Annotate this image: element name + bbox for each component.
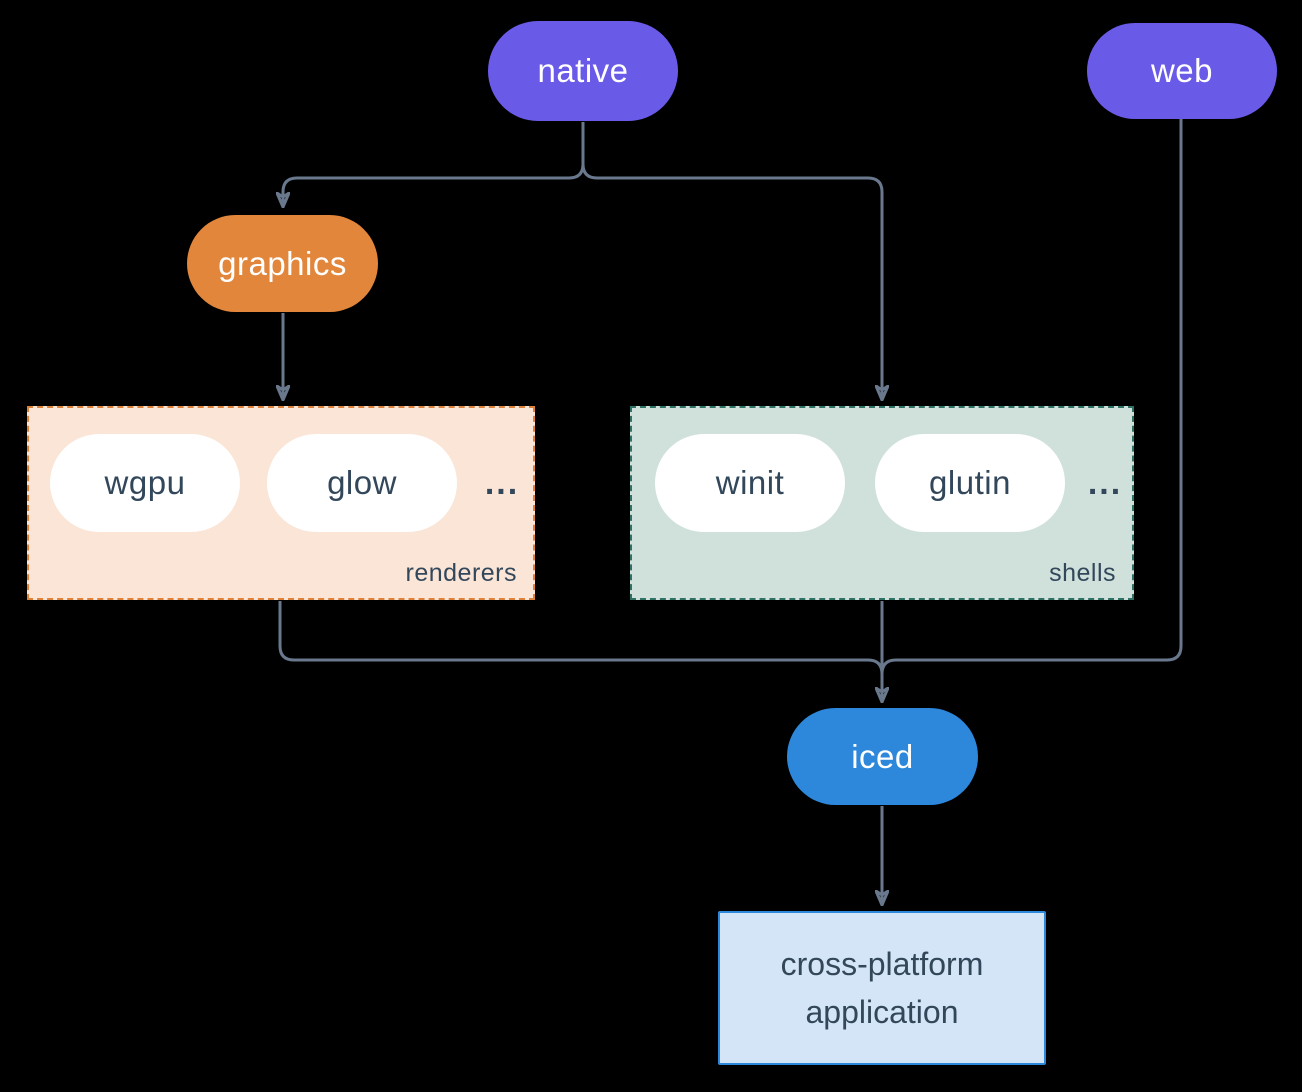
node-cross-platform-application: cross-platform application xyxy=(718,911,1046,1065)
node-web: web xyxy=(1087,23,1277,119)
node-iced: iced xyxy=(787,708,978,805)
node-glutin-label: glutin xyxy=(929,464,1011,501)
group-renderers: wgpu glow ... renderers xyxy=(27,406,535,600)
shells-ellipsis: ... xyxy=(1087,463,1123,502)
group-shells: winit glutin ... shells xyxy=(630,406,1134,600)
node-glow-label: glow xyxy=(327,464,397,501)
node-native-label: native xyxy=(537,52,629,89)
node-winit: winit xyxy=(655,434,845,532)
node-wgpu-label: wgpu xyxy=(104,464,186,501)
renderers-ellipsis: ... xyxy=(484,463,520,502)
edge-renderers-iced xyxy=(278,601,884,675)
node-application-label: cross-platform application xyxy=(780,946,984,1030)
edge-native-graphics xyxy=(283,122,585,207)
node-glow: glow xyxy=(267,434,457,532)
node-wgpu: wgpu xyxy=(50,434,240,532)
node-glutin: glutin xyxy=(875,434,1065,532)
node-graphics-label: graphics xyxy=(218,244,347,282)
node-winit-label: winit xyxy=(715,464,785,501)
node-iced-label: iced xyxy=(851,737,914,775)
group-renderers-label: renderers xyxy=(405,559,517,587)
edge-native-shells xyxy=(581,122,882,400)
node-web-label: web xyxy=(1150,52,1214,89)
edge-web-iced xyxy=(880,119,1183,675)
node-native: native xyxy=(488,21,678,121)
node-graphics: graphics xyxy=(187,215,378,312)
group-shells-label: shells xyxy=(1049,559,1116,587)
